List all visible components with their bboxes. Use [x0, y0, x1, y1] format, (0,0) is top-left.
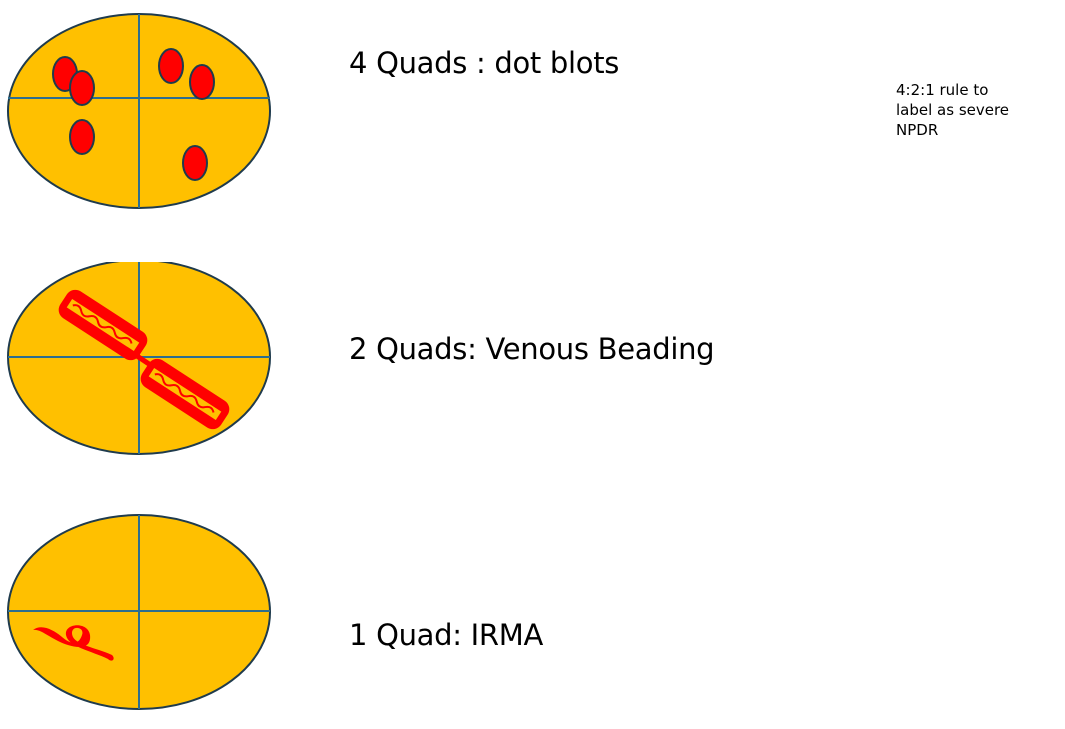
rule-note-line: NPDR — [896, 121, 939, 139]
dot-blot — [158, 48, 184, 84]
venous-bead — [140, 358, 230, 430]
rule-note-line: 4:2:1 rule to — [896, 81, 989, 99]
label-venous-beading: 2 Quads: Venous Beading — [349, 332, 715, 366]
dot-blot — [69, 119, 95, 155]
dot-blot — [189, 64, 215, 100]
fundus-diagram-irma — [0, 507, 275, 722]
dot-blot — [182, 145, 208, 181]
fundus-diagram-dot-blots — [0, 12, 275, 212]
venous-bead — [58, 289, 148, 361]
fundus-diagram-venous-beading — [0, 262, 275, 467]
irma-vessel — [33, 625, 114, 661]
label-dot-blots: 4 Quads : dot blots — [349, 46, 620, 80]
vein-junction — [135, 353, 151, 367]
rule-note: 4:2:1 rule to label as severe NPDR — [896, 80, 1056, 140]
rule-note-line: label as severe — [896, 101, 1010, 119]
label-irma: 1 Quad: IRMA — [349, 618, 544, 652]
dot-blot — [69, 70, 95, 106]
